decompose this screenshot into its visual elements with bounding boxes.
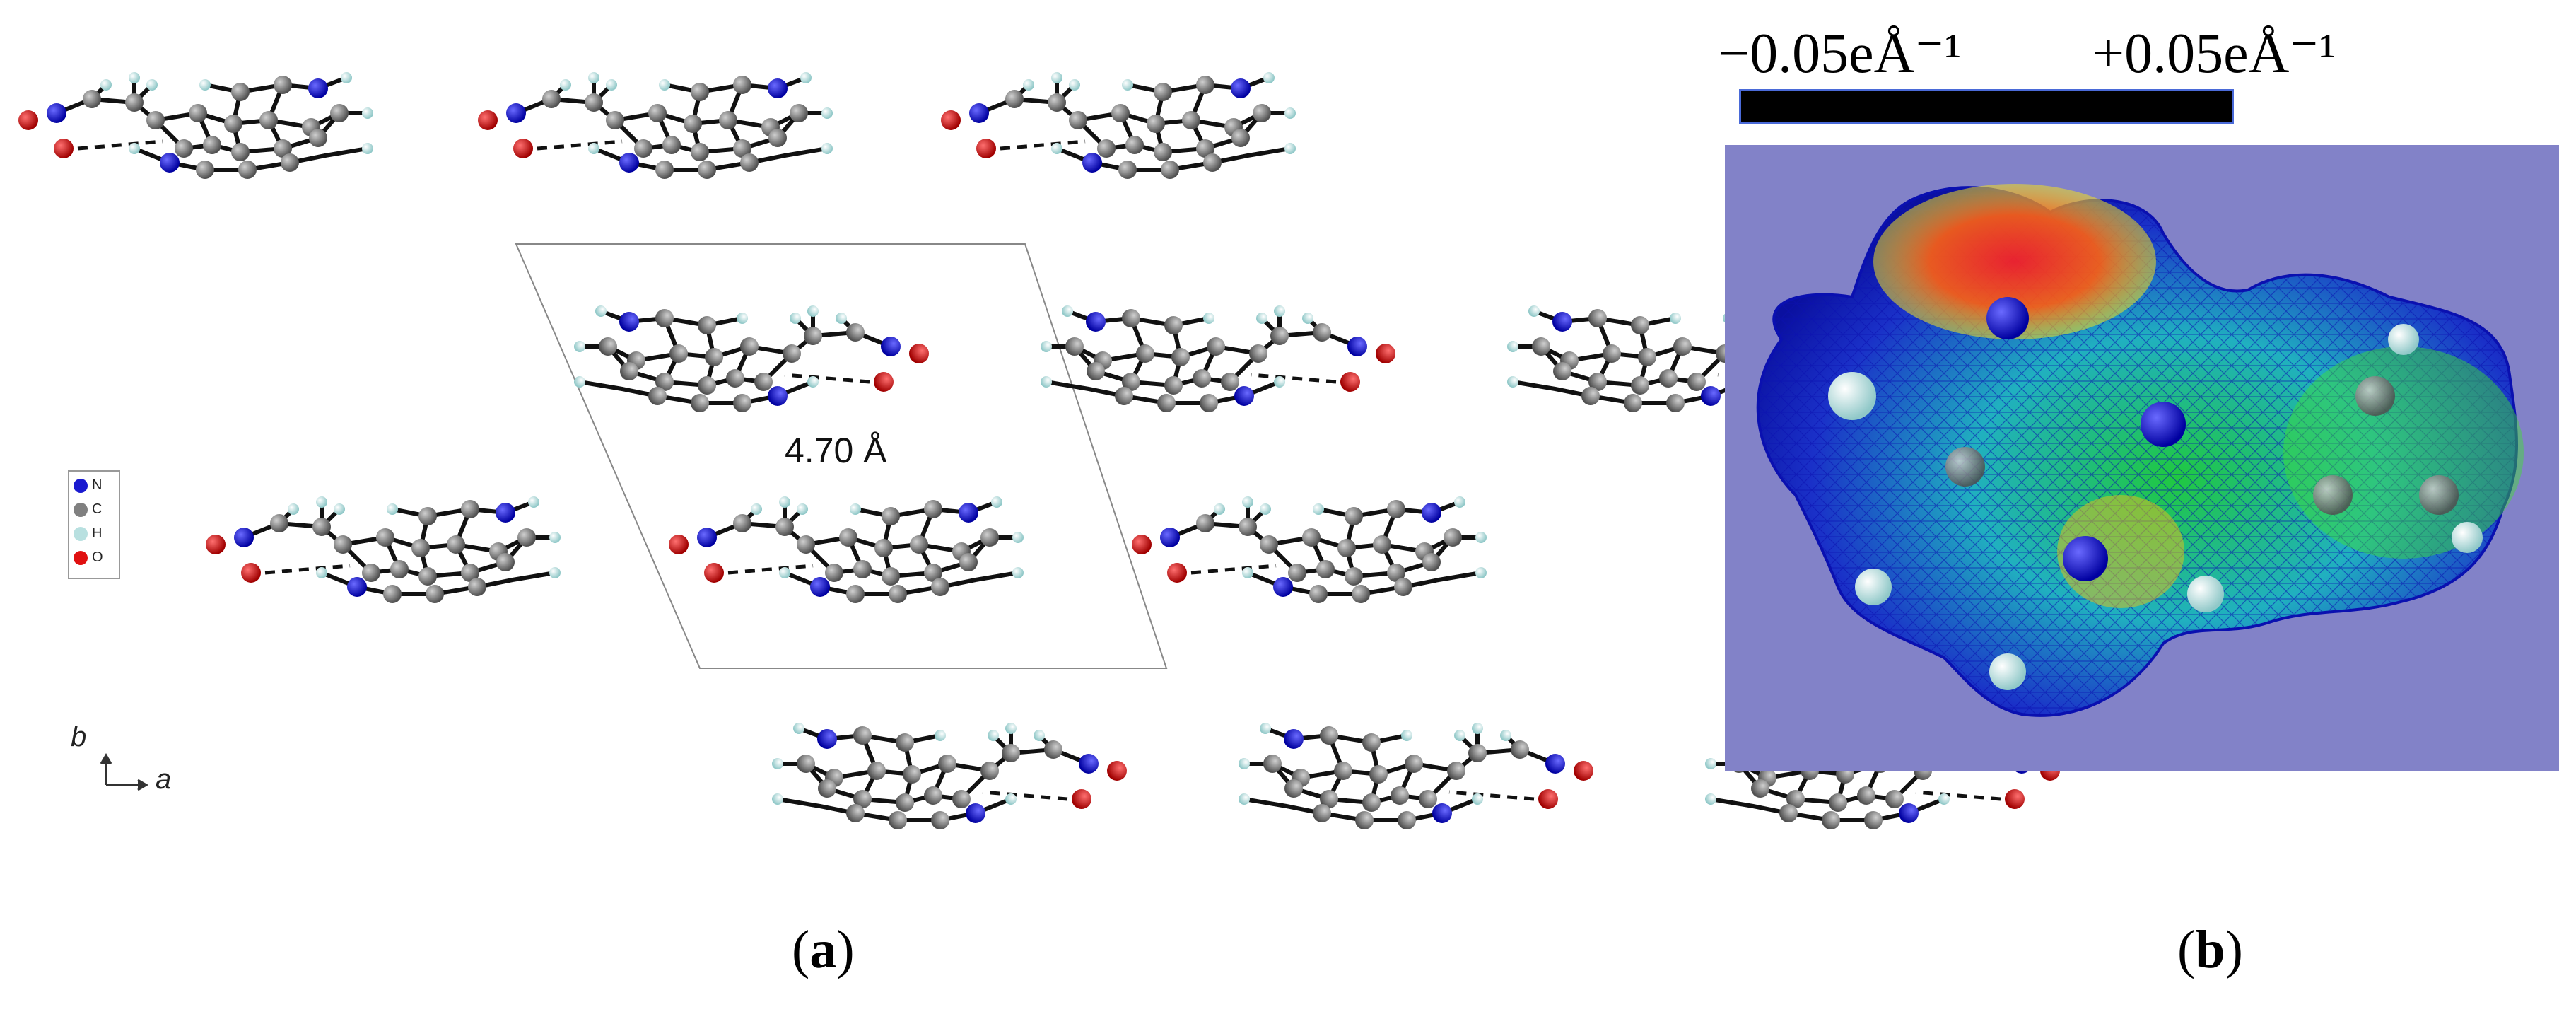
molecule (478, 72, 833, 179)
axis-label-b: b (71, 721, 87, 752)
legend-symbol: H (92, 525, 103, 541)
axis-indicator (100, 753, 148, 791)
molecule (1132, 496, 1487, 603)
molecule (574, 305, 929, 412)
panel-label-b: (b) (2177, 920, 2243, 979)
esp-negative-region (1873, 184, 2156, 339)
nitrogen-swatch-icon (74, 478, 88, 493)
unit-cell-outline (515, 243, 1168, 669)
molecule (1239, 723, 1593, 829)
legend-item: C (74, 501, 102, 518)
stacking-distance-label: 4.70 Å (785, 431, 887, 470)
atom-legend: N C H O (68, 470, 120, 579)
scale-min-label: −0.05eÅ⁻¹ (1718, 23, 1962, 85)
molecule (1041, 305, 1395, 412)
panel-b-esp-map (1725, 145, 2559, 771)
molecule (669, 496, 1024, 603)
oxygen-swatch-icon (74, 550, 88, 565)
legend-symbol: C (92, 501, 103, 517)
legend-symbol: O (92, 549, 103, 565)
scale-max-label: +0.05eÅ⁻¹ (2092, 23, 2336, 85)
legend-item: H (74, 525, 102, 542)
legend-symbol: N (92, 477, 103, 493)
molecule (18, 72, 373, 179)
color-scale-bar (1739, 89, 2234, 124)
legend-item: O (74, 549, 103, 566)
axis-label-a: a (156, 764, 172, 795)
panel-a-crystal-packing (18, 72, 2060, 829)
panel-label-a: (a) (792, 920, 855, 979)
molecule (772, 723, 1127, 829)
panel-letter-a: a (809, 920, 837, 979)
panel-letter-b: b (2195, 920, 2225, 979)
esp-atoms (1828, 297, 2483, 690)
molecule (206, 496, 561, 603)
molecule (941, 72, 1296, 179)
hydrogen-swatch-icon (74, 526, 88, 541)
legend-item: N (74, 477, 102, 494)
carbon-swatch-icon (74, 502, 88, 517)
